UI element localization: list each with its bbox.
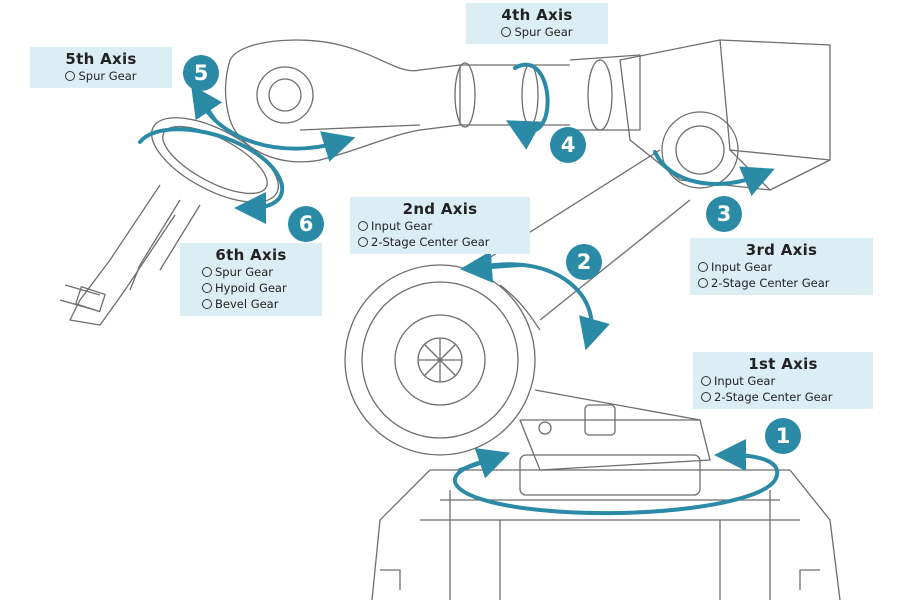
axis-2-title: 2nd Axis <box>402 200 478 218</box>
axis-5-title: 5th Axis <box>65 50 137 68</box>
axis-4-label: 4th Axis Spur Gear <box>466 3 608 44</box>
axis-3-item: 2-Stage Center Gear <box>698 275 865 291</box>
axis-2-badge: 2 <box>566 244 602 280</box>
axis-6-badge: 6 <box>288 206 324 242</box>
axis-5-badge: 5 <box>183 55 219 91</box>
axis2-rotation-arrow-start <box>460 250 522 283</box>
axis5-rotation-arrow-up <box>190 84 223 122</box>
gripper <box>59 117 280 326</box>
axis3-rotation-arrow <box>653 150 775 196</box>
lower-arm <box>344 149 711 471</box>
bullet-icon <box>65 71 76 81</box>
axis-4-item: Spur Gear <box>474 24 600 40</box>
axis1-rotation-arrow <box>453 439 780 516</box>
axis-1-title: 1st Axis <box>748 355 818 373</box>
axis-2-item: 2-Stage Center Gear <box>358 234 522 250</box>
axis-1-label: 1st Axis Input Gear 2-Stage Center Gear <box>693 352 873 409</box>
axis-3-item: Input Gear <box>698 259 865 275</box>
axis1-rotation-arrow-left <box>458 448 511 479</box>
axis-3-badge: 3 <box>706 196 742 232</box>
upper-arm-housing <box>454 39 831 191</box>
axis-3-label: 3rd Axis Input Gear 2-Stage Center Gear <box>690 238 873 295</box>
axis4-rotation-arrow <box>505 63 550 150</box>
bullet-icon <box>501 27 512 37</box>
axis-5-item: Spur Gear <box>38 68 164 84</box>
axis-2-item: Input Gear <box>358 218 522 234</box>
axis-4-title: 4th Axis <box>501 6 573 24</box>
axis-6-item: Hypoid Gear <box>188 280 314 296</box>
wrist-housing <box>224 39 461 163</box>
axis-6-item: Bevel Gear <box>188 296 314 312</box>
axis6-rotation-arrow <box>138 127 285 224</box>
axis-1-badge: 1 <box>765 418 801 454</box>
bullet-icon <box>701 376 711 386</box>
axis-6-label: 6th Axis Spur Gear Hypoid Gear Bevel Gea… <box>180 243 322 316</box>
bullet-icon <box>698 278 708 288</box>
axis-6-title: 6th Axis <box>215 246 287 264</box>
axis-1-item: Input Gear <box>701 373 865 389</box>
bullet-icon <box>698 262 708 272</box>
axis-2-label: 2nd Axis Input Gear 2-Stage Center Gear <box>350 197 530 254</box>
bullet-icon <box>701 392 711 402</box>
bullet-icon <box>202 299 212 309</box>
robot-base <box>371 454 841 600</box>
axis-4-badge: 4 <box>550 127 586 163</box>
bullet-icon <box>358 237 368 247</box>
bullet-icon <box>202 267 212 277</box>
axis-6-item: Spur Gear <box>188 264 314 280</box>
axis-5-label: 5th Axis Spur Gear <box>30 47 172 88</box>
axis5-rotation-arrow <box>198 98 356 162</box>
axis-3-title: 3rd Axis <box>745 241 818 259</box>
axis-1-item: 2-Stage Center Gear <box>701 389 865 405</box>
bullet-icon <box>202 283 212 293</box>
bullet-icon <box>358 221 368 231</box>
